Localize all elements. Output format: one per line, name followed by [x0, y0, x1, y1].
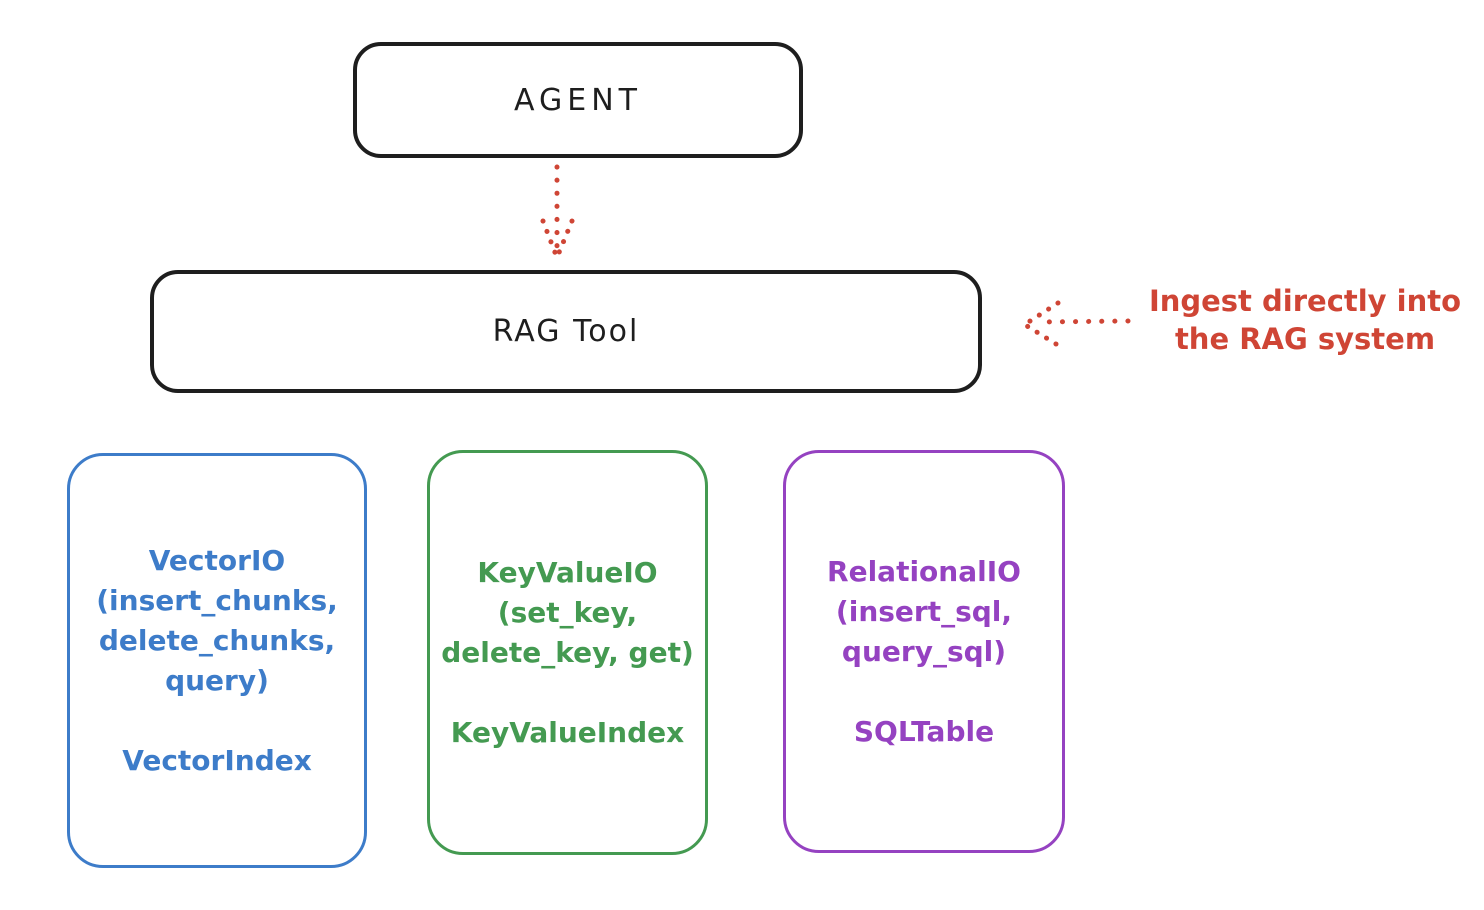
rag-tool-box-label: RAG Tool — [492, 314, 640, 349]
ingest-annotation: Ingest directly into the RAG system — [1140, 282, 1470, 358]
io-line: (insert_sql, — [835, 594, 1013, 628]
vector-io-lines: VectorIO (insert_chunks, delete_chunks, … — [96, 541, 338, 701]
keyvalue-io-box: KeyValueIO (set_key, delete_key, get) Ke… — [427, 450, 708, 855]
relational-io-lines: RelationalIO (insert_sql, query_sql) — [827, 552, 1021, 672]
sql-table-label: SQLTable — [853, 714, 995, 748]
io-line: delete_chunks, — [98, 623, 336, 657]
io-line: KeyValueIO — [477, 555, 658, 589]
ingest-annotation-line2: the RAG system — [1174, 322, 1436, 356]
io-line: RelationalIO — [827, 554, 1021, 588]
vector-index-label: VectorIndex — [122, 743, 312, 777]
io-line: query_sql) — [841, 634, 1007, 668]
io-line: (insert_chunks, — [96, 583, 338, 617]
agent-box-label: AGENT — [514, 82, 642, 118]
io-line: delete_key, get) — [441, 635, 694, 669]
vector-io-box: VectorIO (insert_chunks, delete_chunks, … — [67, 453, 367, 868]
io-line: VectorIO — [148, 543, 286, 577]
agent-box: AGENT — [353, 42, 803, 158]
keyvalue-index-label: KeyValueIndex — [450, 715, 685, 749]
rag-tool-box: RAG Tool — [150, 270, 982, 393]
agent-to-rag-arrow — [540, 164, 575, 258]
io-line: (set_key, — [497, 595, 638, 629]
relational-io-box: RelationalIO (insert_sql, query_sql) SQL… — [783, 450, 1065, 853]
io-line: query) — [165, 663, 269, 697]
ingest-annotation-line1: Ingest directly into — [1148, 284, 1462, 318]
keyvalue-io-lines: KeyValueIO (set_key, delete_key, get) — [441, 553, 694, 673]
ingest-annotation-arrow — [1024, 300, 1131, 347]
